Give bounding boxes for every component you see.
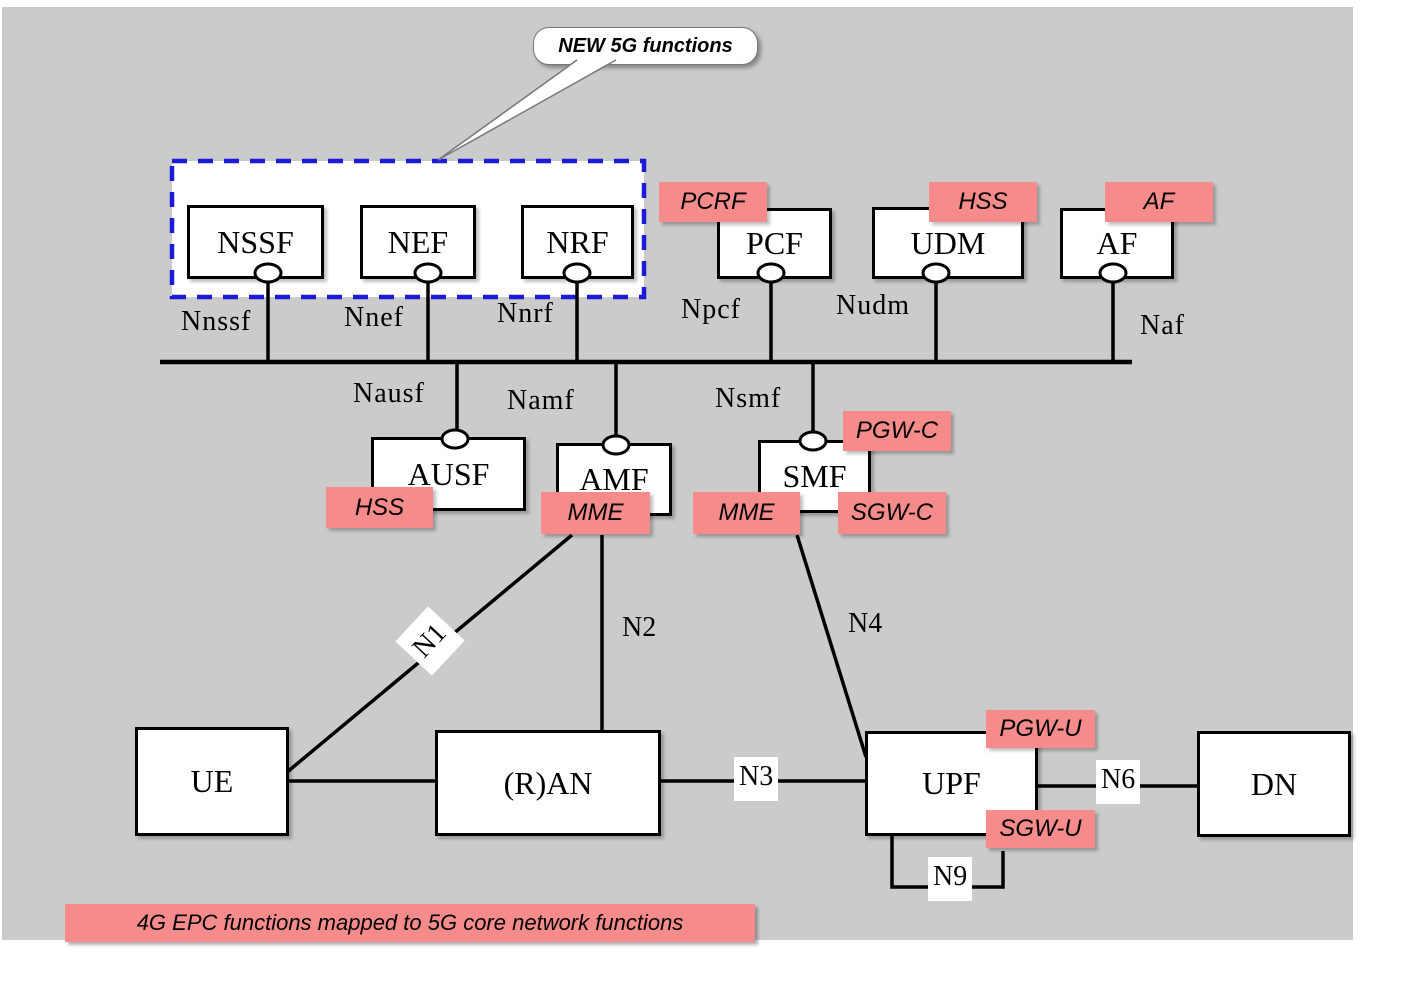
legend-banner-label: 4G EPC functions mapped to 5G core netwo… (136, 910, 684, 935)
iface-label-nudm: Nudm (836, 290, 910, 321)
node-nrf-label: NRF (546, 223, 609, 260)
node-ausf-label: AUSF (407, 455, 490, 492)
epc-label-pgw-c: PGW-C (843, 411, 951, 451)
node-nef: NEF (360, 205, 476, 279)
node-ran: (R)AN (435, 730, 661, 836)
epc-label-hss-udm: HSS (929, 182, 1037, 222)
iface-label-nnef: Nnef (344, 302, 404, 333)
ref-point-n6: N6 (1096, 760, 1141, 804)
node-dn-label: DN (1250, 765, 1298, 802)
iface-label-nsmf: Nsmf (715, 383, 782, 414)
node-nrf: NRF (521, 205, 634, 279)
node-amf-label: AMF (579, 461, 649, 497)
epc-label-mme-amf: MME (541, 492, 650, 534)
node-udm-label: UDM (910, 224, 986, 261)
node-upf: UPF (865, 731, 1038, 836)
node-nssf-label: NSSF (217, 223, 294, 260)
node-pcf-label: PCF (746, 225, 803, 261)
node-upf-label: UPF (922, 765, 981, 801)
epc-label-sgw-u: SGW-U (986, 810, 1095, 848)
epc-label-sgw-c: SGW-C (838, 492, 946, 534)
callout-label: NEW 5G functions (558, 34, 733, 57)
iface-label-namf: Namf (507, 385, 575, 416)
node-dn: DN (1197, 731, 1351, 837)
epc-label-hss-ausf: HSS (326, 487, 433, 528)
epc-label-pgw-u: PGW-U (986, 710, 1095, 748)
callout-bubble: NEW 5G functions (533, 27, 758, 65)
node-ue-label: UE (190, 763, 234, 799)
epc-label-af: AF (1105, 182, 1213, 222)
ref-point-n4: N4 (848, 608, 883, 639)
ref-point-n3: N3 (734, 757, 779, 801)
node-ue: UE (135, 727, 289, 836)
iface-label-naf: Naf (1140, 310, 1185, 341)
iface-label-nnrf: Nnrf (497, 298, 554, 329)
ref-point-n9: N9 (928, 857, 973, 901)
iface-label-nnssf: Nnssf (181, 306, 252, 337)
epc-label-pcrf: PCRF (659, 182, 767, 222)
ref-point-n2: N2 (622, 612, 657, 643)
node-ran-label: (R)AN (503, 764, 593, 801)
iface-label-npcf: Npcf (681, 294, 741, 325)
node-nssf: NSSF (187, 205, 324, 279)
legend-banner: 4G EPC functions mapped to 5G core netwo… (65, 904, 755, 942)
iface-label-nausf: Nausf (353, 378, 425, 409)
epc-label-mme-smf: MME (693, 492, 800, 534)
node-af-label: AF (1096, 225, 1138, 261)
node-nef-label: NEF (387, 223, 449, 260)
node-smf-label: SMF (782, 458, 847, 494)
